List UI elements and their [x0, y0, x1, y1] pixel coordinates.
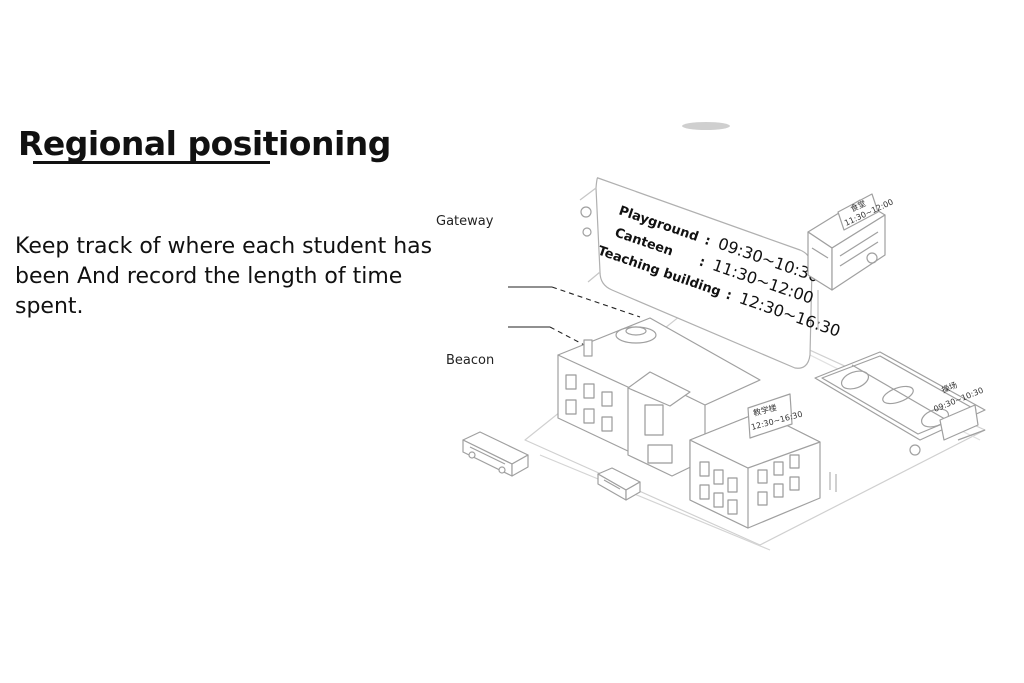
- basketball-court: [814, 351, 986, 456]
- bus-illustration: [462, 431, 529, 477]
- beacon-label: Beacon: [446, 353, 495, 368]
- schedule-sep: :: [724, 288, 734, 304]
- building-windows: [565, 374, 800, 515]
- building-mini-sign: [747, 393, 793, 439]
- gateway-label: Gateway: [436, 214, 494, 229]
- posts: [829, 472, 837, 492]
- bench-illustration: [597, 467, 641, 501]
- slide-body-text: Keep track of where each student has bee…: [15, 234, 433, 319]
- mini-sign-name: 操场: [940, 380, 959, 395]
- slide-title: Regional positioning: [18, 124, 391, 163]
- canteen-kiosk: [807, 193, 886, 330]
- campus-illustration: Playground : 09:30~10:30 Canteen : 11:30…: [462, 122, 986, 551]
- beacon-leader-line: [508, 326, 591, 349]
- top-shadow: [682, 122, 730, 130]
- schedule-sep: :: [703, 233, 713, 249]
- title-underline: [33, 161, 270, 164]
- gateway-leader-line: [508, 286, 641, 318]
- schedule-sep: :: [697, 255, 707, 271]
